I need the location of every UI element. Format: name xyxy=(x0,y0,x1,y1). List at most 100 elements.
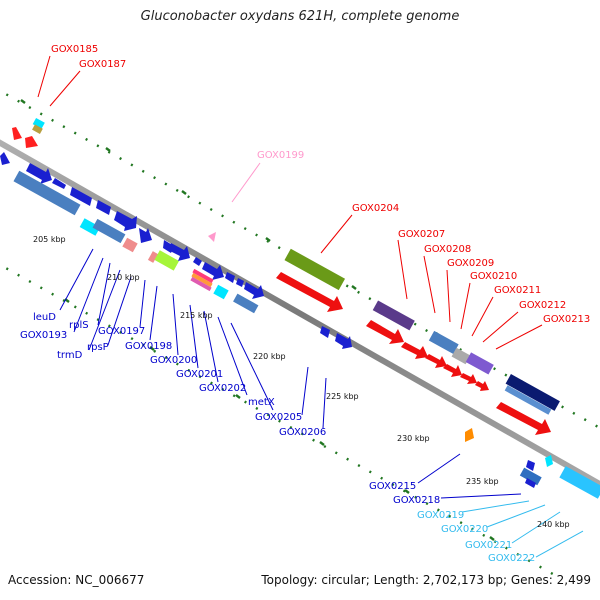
cyan-gene-labels: GOX0219 GOX0220 GOX0221 GOX0222 xyxy=(417,510,535,564)
gene-label[interactable]: GOX0193 xyxy=(20,330,67,341)
gene-arrow[interactable] xyxy=(401,342,428,359)
gene-arrow[interactable] xyxy=(320,326,330,338)
gene-label[interactable]: GOX0201 xyxy=(176,369,223,380)
gene-label[interactable]: GOX0207 xyxy=(398,229,445,240)
gene-block[interactable] xyxy=(519,467,542,486)
gene-block[interactable] xyxy=(451,347,471,365)
gene-block[interactable] xyxy=(559,466,600,499)
gene-arrow[interactable] xyxy=(139,228,152,243)
gene-label[interactable]: rpsP xyxy=(87,342,109,353)
gene-block[interactable] xyxy=(192,268,214,284)
scale-labels: 205 kbp 210 kbp 215 kbp 220 kbp 225 kbp … xyxy=(33,235,570,529)
gene-block[interactable] xyxy=(213,284,229,300)
gene-label[interactable]: trmD xyxy=(57,350,83,361)
map-title: Gluconobacter oxydans 621H, complete gen… xyxy=(140,9,460,24)
gene-block[interactable] xyxy=(147,251,159,263)
gene-arrow[interactable] xyxy=(244,282,264,299)
gene-label[interactable]: rplS xyxy=(69,320,89,331)
gene-block[interactable] xyxy=(154,250,180,271)
gene-arrow[interactable] xyxy=(545,455,553,467)
accession-label: Accession: NC_006677 xyxy=(8,573,145,587)
gene-arrow[interactable] xyxy=(335,333,352,349)
gene-block[interactable] xyxy=(92,218,126,244)
gene-arrow[interactable] xyxy=(526,460,535,471)
gene-label[interactable]: GOX0208 xyxy=(424,244,471,255)
gene-block[interactable] xyxy=(122,237,138,253)
gene-block[interactable] xyxy=(284,248,346,291)
gene-label[interactable]: GOX0202 xyxy=(199,383,246,394)
gene-block[interactable] xyxy=(465,352,494,375)
gene-arrow[interactable] xyxy=(12,127,22,140)
gene-label[interactable]: GOX0199 xyxy=(257,150,304,161)
gene-label[interactable]: GOX0185 xyxy=(51,44,98,55)
gene-label[interactable]: GOX0187 xyxy=(79,59,126,70)
reverse-gene-labels: leuD GOX0193 rplS trmD rpsP GOX0197 GOX0… xyxy=(20,312,440,506)
gene-label[interactable]: GOX0220 xyxy=(441,524,488,535)
gene-arrow[interactable] xyxy=(193,257,202,266)
gene-label[interactable]: GOX0211 xyxy=(494,285,541,296)
gene-arrow[interactable] xyxy=(366,320,404,344)
gene-arrow[interactable] xyxy=(425,354,447,368)
gene-label[interactable]: GOX0210 xyxy=(470,271,517,282)
gene-block[interactable] xyxy=(233,293,259,314)
gene-block[interactable] xyxy=(504,385,552,415)
gene-label[interactable]: GOX0219 xyxy=(417,510,464,521)
gene-label[interactable]: GOX0221 xyxy=(465,540,512,551)
gene-arrow[interactable] xyxy=(460,373,477,384)
gene-arrow[interactable] xyxy=(52,178,66,189)
gene-block[interactable] xyxy=(13,170,81,216)
gene-label[interactable]: GOX0200 xyxy=(150,355,197,366)
pink-gene-marker[interactable] xyxy=(208,232,216,242)
gene-label[interactable]: GOX0205 xyxy=(255,412,302,423)
gene-label[interactable]: GOX0197 xyxy=(98,326,145,337)
scale-label: 225 kbp xyxy=(326,392,359,401)
gene-label[interactable]: leuD xyxy=(33,312,56,323)
gene-arrow[interactable] xyxy=(225,272,235,283)
gene-block[interactable] xyxy=(372,300,415,331)
forward-gene-labels: GOX0185 GOX0187 GOX0204 GOX0207 GOX0208 … xyxy=(51,44,590,325)
gene-arrow[interactable] xyxy=(70,187,92,206)
gene-arrow[interactable] xyxy=(202,262,224,280)
scale-label: 215 kbp xyxy=(180,311,213,320)
gene-block[interactable] xyxy=(428,330,459,355)
leader-lines xyxy=(37,55,584,558)
gene-arrow[interactable] xyxy=(276,272,343,312)
reverse-strand-genes[interactable] xyxy=(0,152,600,499)
forward-strand-genes[interactable] xyxy=(12,117,560,435)
gene-block[interactable] xyxy=(32,124,43,135)
scale-label: 230 kbp xyxy=(397,434,430,443)
gene-arrow[interactable] xyxy=(443,364,462,377)
gene-label[interactable]: metX xyxy=(248,397,275,408)
scale-label: 210 kbp xyxy=(107,273,140,282)
gene-label[interactable]: GOX0212 xyxy=(519,300,566,311)
scale-label: 205 kbp xyxy=(33,235,66,244)
scale-label: 240 kbp xyxy=(537,520,570,529)
gene-arrow[interactable] xyxy=(25,136,38,148)
gene-arrow[interactable] xyxy=(475,381,489,391)
genome-backbone xyxy=(0,139,600,488)
gene-block[interactable] xyxy=(505,374,560,411)
gene-label[interactable]: GOX0198 xyxy=(125,341,172,352)
gene-label[interactable]: GOX0222 xyxy=(488,553,535,564)
gene-block[interactable] xyxy=(190,276,212,292)
genome-info-label: Topology: circular; Length: 2,702,173 bp… xyxy=(261,573,591,587)
gene-label[interactable]: GOX0218 xyxy=(393,495,440,506)
gene-label[interactable]: GOX0213 xyxy=(543,314,590,325)
gene-arrow[interactable] xyxy=(114,211,137,231)
gene-arrow[interactable] xyxy=(26,163,52,184)
gene-arrow[interactable] xyxy=(465,428,474,442)
gene-block[interactable] xyxy=(79,218,101,236)
gene-block[interactable] xyxy=(191,272,213,288)
gene-label[interactable]: GOX0206 xyxy=(279,427,326,438)
gene-arrow[interactable] xyxy=(525,478,536,488)
gene-arrow[interactable] xyxy=(0,152,10,165)
gene-label[interactable]: GOX0209 xyxy=(447,258,494,269)
gene-arrow[interactable] xyxy=(236,278,244,287)
gene-arrow[interactable] xyxy=(96,200,111,215)
gene-label[interactable]: GOX0204 xyxy=(352,203,399,214)
gene-label[interactable]: GOX0215 xyxy=(369,481,416,492)
gene-arrow[interactable] xyxy=(168,243,190,261)
gene-arrow[interactable] xyxy=(496,402,551,435)
gene-block[interactable] xyxy=(32,117,45,129)
